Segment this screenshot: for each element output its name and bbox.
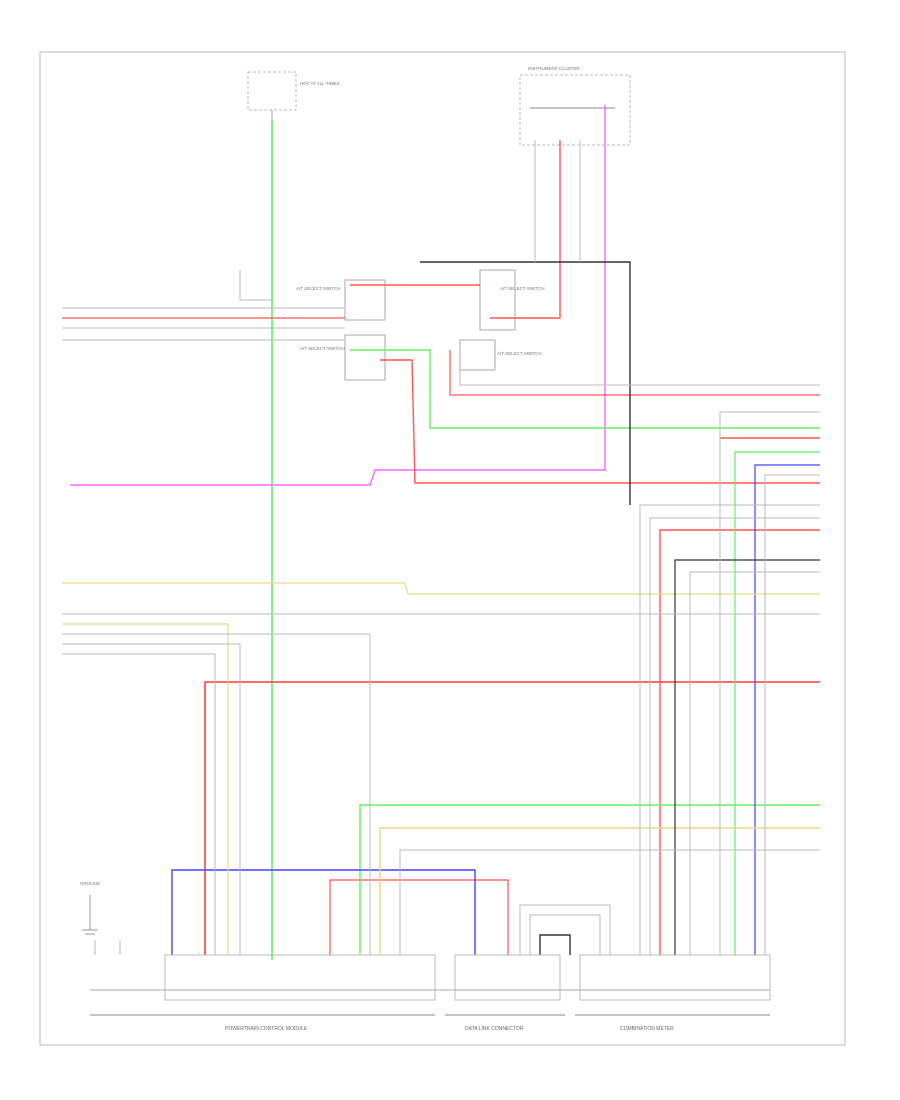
gray-wires	[62, 140, 820, 955]
black-wire-right	[674, 559, 820, 955]
gray-wire-18	[519, 904, 611, 955]
bottom-conn-1-box	[164, 954, 436, 1001]
top-right-module-label: INSTRUMENT CLUSTER	[528, 66, 580, 71]
gray-wire-11	[689, 571, 820, 955]
top-fuse-component: HOT AT ALL TIMES	[247, 71, 340, 125]
gray-wire-15	[239, 270, 272, 301]
bottom-conn-2-box	[454, 954, 561, 1001]
bottom-conn-3-label: COMBINATION METER	[620, 1026, 674, 1032]
ground-symbol: GROUND	[80, 881, 101, 935]
blue-wire	[171, 869, 476, 955]
yellow-wire-left-drop	[62, 623, 229, 955]
bottom-connector-strip: POWERTRAIN CONTROL MODULE DATA LINK CONN…	[90, 954, 771, 1032]
diagram-frame	[39, 51, 846, 1046]
center-switch-1-box	[344, 279, 386, 321]
black-wire-loop	[539, 934, 571, 955]
bottom-conn-1-label: POWERTRAIN CONTROL MODULE	[225, 1026, 308, 1032]
top-fuse-label: HOT AT ALL TIMES	[300, 81, 340, 86]
yellow-wire-lower	[379, 827, 820, 955]
ground-label: GROUND	[80, 881, 101, 886]
gray-wire-12	[719, 411, 820, 955]
red-wire-bottom	[329, 879, 509, 955]
green-wire-lower	[359, 804, 820, 955]
gray-wire-10	[649, 517, 820, 955]
top-fuse-box	[247, 71, 297, 111]
magenta-wire	[70, 105, 606, 486]
green-wire-right-drop	[734, 451, 820, 955]
red-wire-mid	[380, 359, 820, 484]
red-wire-right-vertical	[490, 140, 561, 319]
right-switch-2-label: A/T SELECT SWITCH	[497, 351, 542, 356]
gray-wire-13	[764, 474, 820, 955]
right-switch-1-label: A/T SELECT SWITCH	[500, 286, 545, 291]
gray-wire-14	[399, 849, 820, 955]
blue-wire-right	[754, 464, 820, 955]
black-wire-top	[420, 261, 631, 505]
yellow-wire-upper	[62, 582, 820, 595]
red-wire-right-drop	[659, 529, 820, 955]
top-right-module-box	[519, 74, 631, 146]
top-right-module-component: INSTRUMENT CLUSTER	[519, 66, 631, 146]
bottom-conn-2-label: DATA LINK CONNECTOR	[465, 1026, 524, 1032]
right-switch-1-box	[479, 269, 516, 331]
right-switch-2-box	[459, 339, 496, 371]
red-wire-lower-horizontal	[204, 681, 820, 955]
gray-wire-19	[529, 914, 601, 955]
bottom-conn-3-box	[579, 954, 771, 1001]
gray-wire-9	[639, 504, 820, 955]
green-wire-right	[350, 349, 820, 429]
red-wire-right-bus	[449, 350, 820, 396]
gray-wire-8	[459, 370, 820, 386]
gray-wire-7	[62, 653, 216, 955]
center-switch-2-label: A/T SELECT SWITCH	[300, 346, 345, 351]
gray-wire-5	[62, 633, 371, 955]
gray-wire-6	[62, 643, 241, 955]
center-switch-2-box	[344, 334, 386, 381]
center-switch-1-label: A/T SELECT SWITCH	[296, 286, 341, 291]
